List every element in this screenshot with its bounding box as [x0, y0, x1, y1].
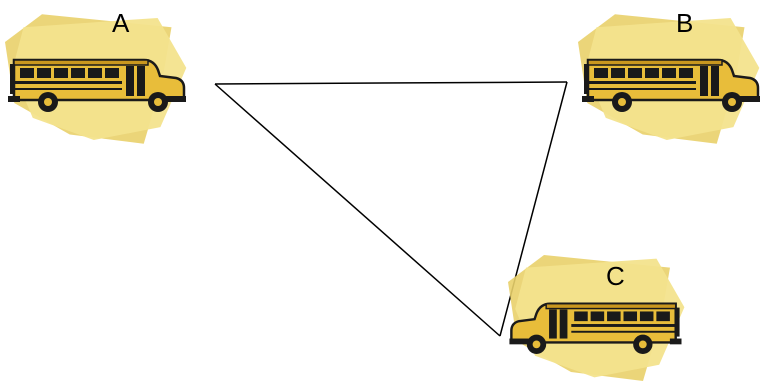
vertex-a: A	[5, 8, 186, 144]
vertex-label-a: A	[112, 8, 130, 38]
vertex-b: B	[578, 8, 760, 144]
edge-c-a	[215, 84, 500, 336]
vertex-c: C	[508, 255, 684, 381]
edge-a-b	[215, 82, 567, 84]
vertex-label-c: C	[606, 261, 625, 291]
vertex-label-b: B	[676, 8, 693, 38]
